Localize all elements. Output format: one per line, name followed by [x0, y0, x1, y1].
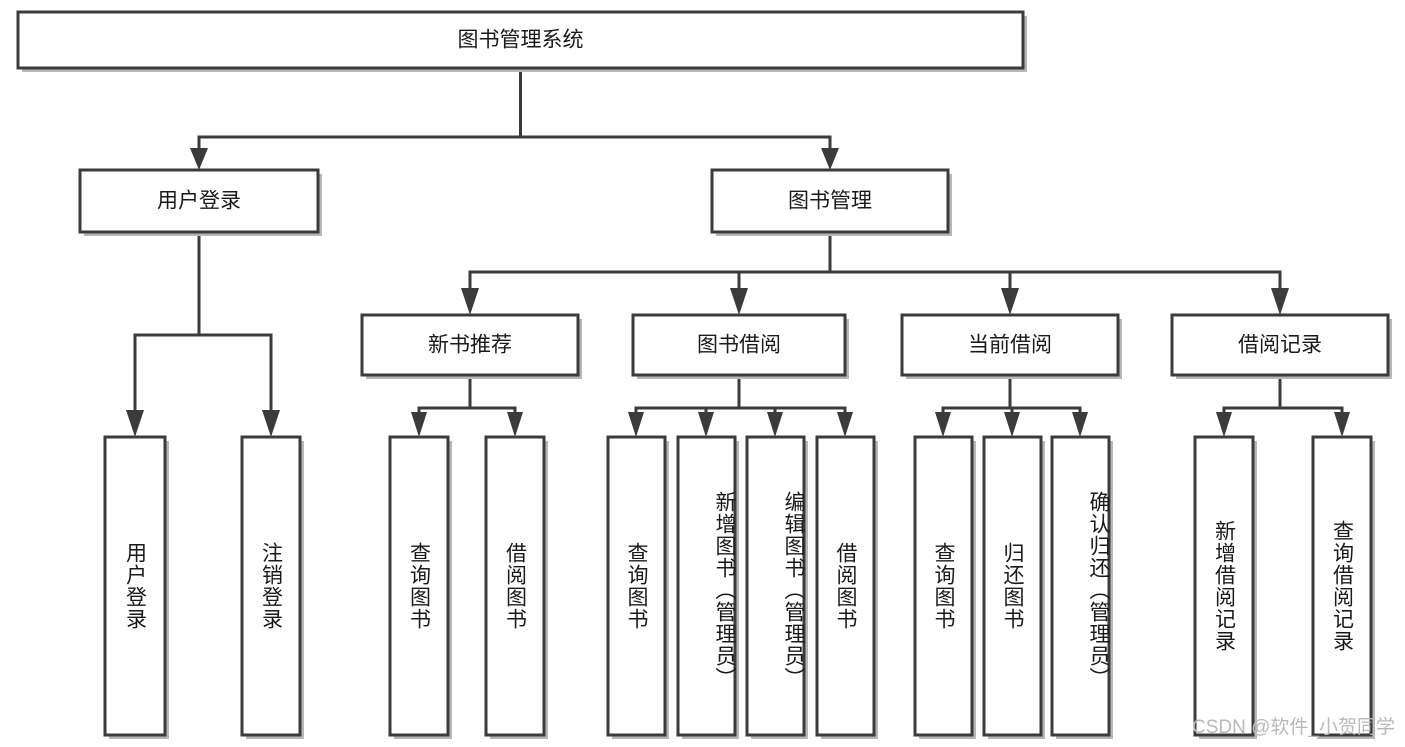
node-leaf-add-borrow-record[interactable]	[1193, 435, 1255, 737]
arrowhead-leaf-add-book-admin	[698, 412, 714, 437]
node-book-management[interactable]	[710, 168, 950, 234]
arrowhead-leaf-query-borrow-record	[1334, 412, 1350, 437]
node-book-management-label: 图书管理	[788, 190, 872, 213]
node-leaf-borrow-book-1[interactable]	[484, 435, 546, 737]
arrowhead-current-borrow	[1001, 288, 1019, 315]
node-root-label: 图书管理系统	[458, 29, 584, 52]
node-new-book-recommend[interactable]	[360, 313, 580, 377]
node-leaf-query-book-2[interactable]	[606, 435, 667, 737]
arrowhead-leaf-query-book-1	[411, 412, 427, 437]
arrowhead-leaf-logout-login	[262, 410, 280, 437]
node-borrow-record-label: 借阅记录	[1238, 334, 1322, 357]
arrowhead-user-login	[190, 148, 208, 170]
node-book-borrow-label: 图书借阅	[697, 334, 781, 357]
node-leaf-query-borrow-record[interactable]	[1311, 435, 1373, 737]
node-root[interactable]	[16, 10, 1025, 70]
arrowhead-book-management	[821, 148, 839, 170]
node-leaf-query-book-3[interactable]	[913, 435, 974, 737]
node-borrow-record[interactable]	[1170, 313, 1390, 377]
arrowhead-leaf-query-book-2	[628, 412, 644, 437]
node-leaf-edit-book-admin[interactable]	[745, 435, 806, 737]
arrowhead-leaf-edit-book-admin	[767, 412, 783, 437]
csdn-watermark: CSDN @软件_小贺同学	[1192, 717, 1395, 738]
node-leaf-borrow-book-2[interactable]	[815, 435, 876, 737]
node-user-login-label: 用户登录	[157, 190, 241, 213]
arrowhead-leaf-borrow-book-2	[837, 412, 853, 437]
node-new-book-recommend-label: 新书推荐	[428, 334, 512, 357]
arrowhead-leaf-return-book	[1004, 412, 1020, 437]
arrowhead-book-borrow	[730, 288, 748, 315]
node-user-login[interactable]	[78, 168, 320, 234]
node-book-borrow[interactable]	[631, 313, 847, 377]
arrowhead-leaf-add-borrow-record	[1216, 412, 1232, 437]
arrowhead-borrow-record	[1271, 288, 1289, 315]
connector-layer	[126, 66, 1350, 437]
node-leaf-add-book-admin[interactable]	[676, 435, 737, 737]
node-current-borrow[interactable]	[900, 313, 1120, 377]
node-leaf-query-book-1[interactable]	[388, 435, 450, 737]
arrowhead-leaf-query-book-3	[935, 412, 951, 437]
node-leaf-confirm-return-admin[interactable]	[1050, 435, 1111, 737]
node-current-borrow-label: 当前借阅	[968, 334, 1052, 357]
arrowhead-leaf-confirm-return-admin	[1072, 412, 1088, 437]
arrowhead-leaf-user-login	[126, 410, 144, 437]
arrowhead-leaf-borrow-book-1	[507, 412, 523, 437]
node-leaf-user-login[interactable]	[103, 435, 167, 737]
node-leaf-logout-login[interactable]	[240, 435, 302, 737]
arrowhead-new-book-recommend	[461, 288, 479, 315]
node-layer: 图书管理系统 用户登录 图书管理 新书推荐 图书借阅 当前借阅 借阅记录	[16, 10, 1392, 739]
node-leaf-return-book[interactable]	[982, 435, 1043, 737]
